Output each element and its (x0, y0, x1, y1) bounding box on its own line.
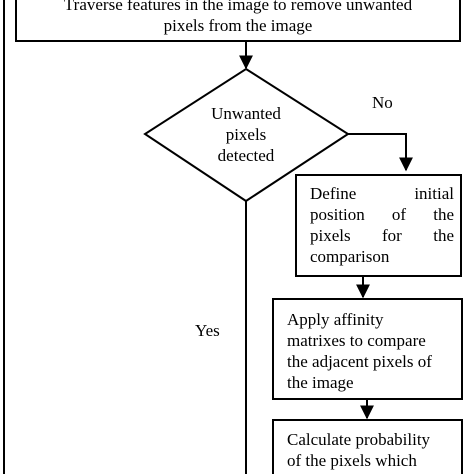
probability-line-2: of the pixels which (287, 451, 417, 470)
affinity-line-3: the adjacent pixels of (287, 352, 432, 371)
define-word-for: for (382, 226, 402, 245)
define-word-of: of (391, 205, 407, 224)
decision-text: Unwanted pixels detected (186, 103, 306, 166)
define-line-2: position of the (310, 204, 454, 225)
define-word-the: the (433, 205, 454, 224)
top-box-text: Traverse features in the image to remove… (16, 0, 460, 36)
define-line-3: pixels for the (310, 225, 454, 246)
no-label: No (372, 93, 393, 112)
top-box-line-2: pixels from the image (163, 16, 313, 35)
define-line-1: Define initial (310, 183, 454, 204)
define-word-pixels: pixels (310, 226, 351, 245)
define-word-define: Define (310, 184, 357, 203)
define-word-initial: initial (414, 184, 454, 203)
yes-label: Yes (195, 321, 220, 340)
define-line-4: comparison (310, 247, 390, 266)
probability-box-text: Calculate probability of the pixels whic… (287, 429, 459, 471)
define-box-text: Define initial position of the pixels fo… (310, 183, 454, 267)
affinity-box (272, 298, 463, 400)
decision-line-1: Unwanted (211, 104, 281, 123)
decision-line-3: detected (217, 146, 275, 165)
affinity-box-text: Apply affinity matrixes to compare the a… (287, 309, 459, 393)
top-box-line-1: Traverse features in the image to remove… (63, 0, 413, 14)
define-word-the-2: the (433, 226, 454, 245)
define-word-position: position (310, 205, 365, 224)
affinity-line-1: Apply affinity (287, 310, 384, 329)
affinity-line-2: matrixes to compare (287, 331, 426, 350)
define-position-box (295, 174, 462, 277)
decision-line-2: pixels (225, 125, 267, 144)
probability-box (272, 419, 463, 474)
affinity-line-4: the image (287, 373, 354, 392)
probability-line-1: Calculate probability (287, 430, 431, 449)
no-path-line (348, 133, 413, 172)
top-process-box (15, 0, 461, 42)
